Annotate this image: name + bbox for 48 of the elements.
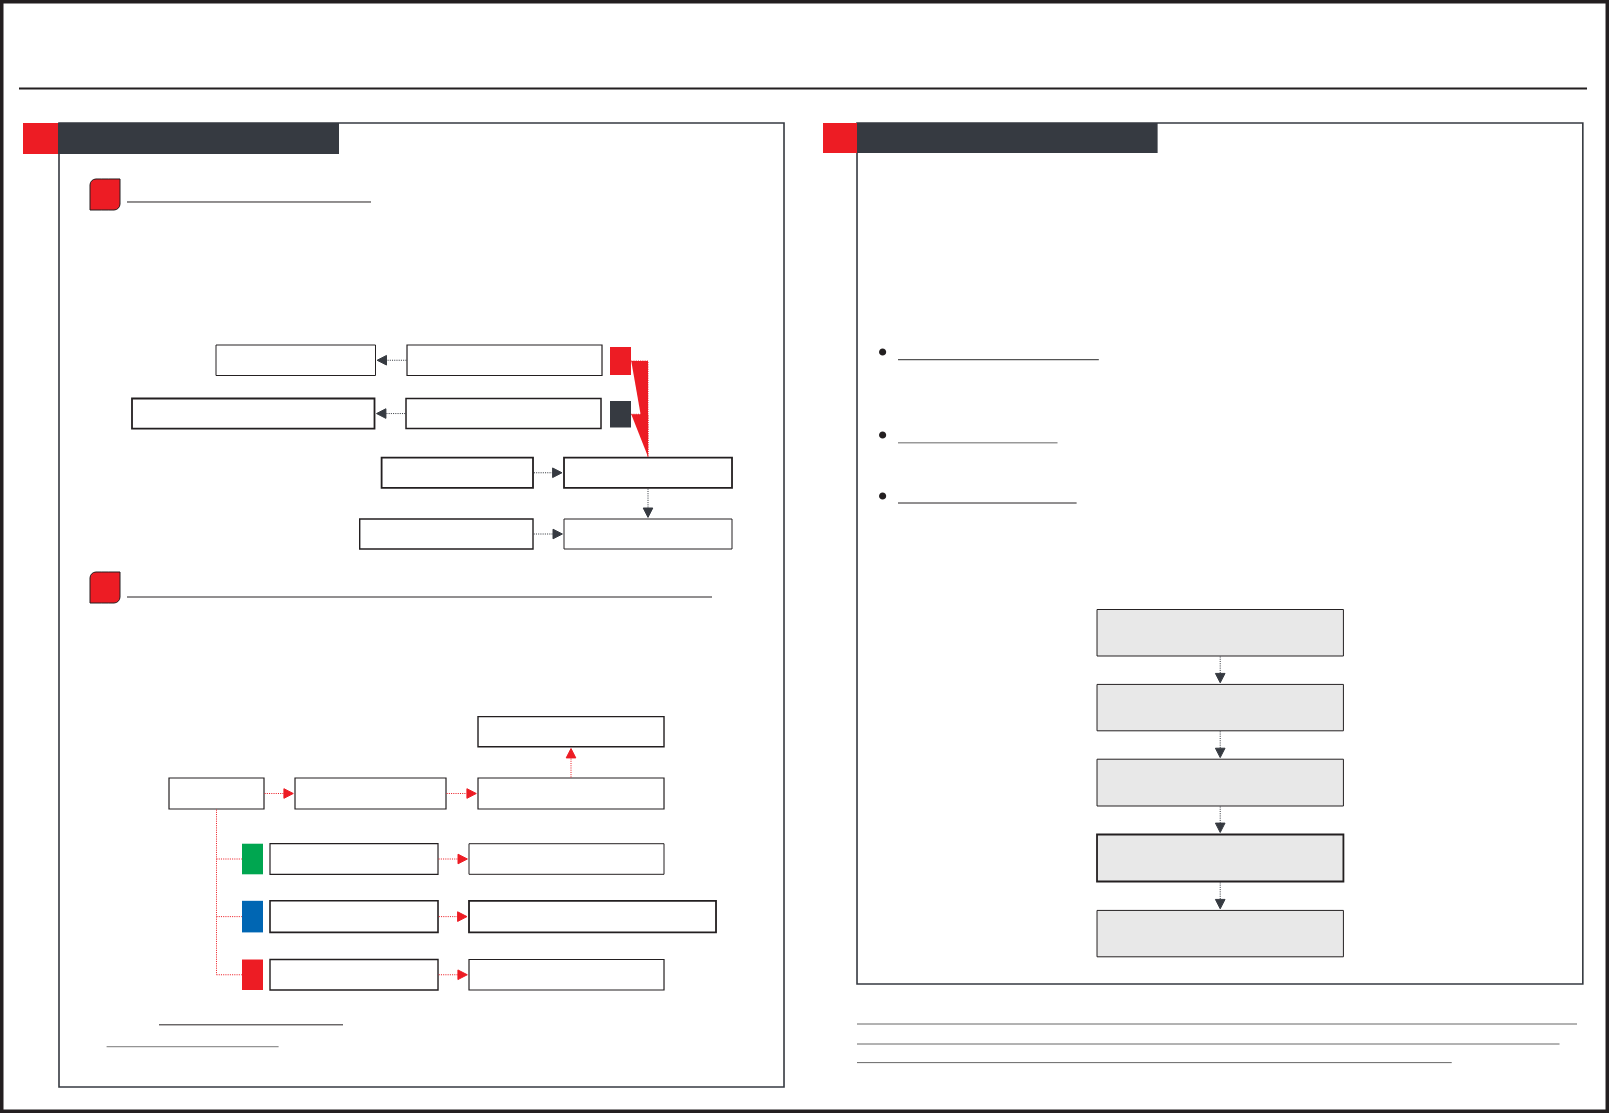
flow-box [1096, 909, 1344, 958]
flow-box [1096, 609, 1344, 657]
flow-box [563, 518, 733, 550]
flow-box [294, 777, 447, 810]
flow-box [359, 518, 534, 550]
arrow [446, 788, 477, 799]
arrow [376, 354, 407, 366]
connector-line [216, 809, 217, 976]
flow-box [406, 344, 603, 377]
connector-line [216, 974, 243, 976]
color-square [610, 347, 631, 375]
arrow [438, 911, 468, 922]
arrow [533, 467, 563, 479]
flow-box [563, 456, 733, 489]
color-square [610, 401, 631, 428]
arrow [642, 488, 654, 518]
arrow [264, 788, 294, 799]
arrow [565, 748, 577, 778]
connector-line [216, 916, 243, 918]
flow-box [477, 777, 665, 810]
connector-line [630, 413, 649, 458]
flow-box [1096, 683, 1344, 732]
arrow [438, 853, 468, 865]
flow-box [215, 344, 376, 376]
arrow [438, 969, 468, 981]
flow-box [468, 899, 717, 934]
color-square [242, 843, 263, 875]
flow-box [131, 397, 376, 430]
flow-box [269, 900, 439, 934]
flow-box [477, 715, 665, 748]
flow-box [1096, 833, 1345, 883]
flow-box [269, 958, 439, 991]
arrow [1214, 881, 1226, 910]
flow-box [405, 397, 602, 430]
arrow [1214, 730, 1226, 759]
flow-box [1096, 758, 1344, 807]
arrow [376, 408, 406, 419]
flow-box [168, 777, 265, 810]
flow-box [380, 456, 534, 489]
flow-box [468, 843, 665, 875]
flow-box [468, 958, 665, 991]
arrow [533, 528, 563, 540]
color-square [242, 959, 263, 990]
flow-box [269, 843, 439, 875]
color-square [242, 900, 263, 933]
connector-line [216, 858, 243, 860]
arrow [1214, 806, 1226, 833]
arrow [1214, 656, 1226, 684]
